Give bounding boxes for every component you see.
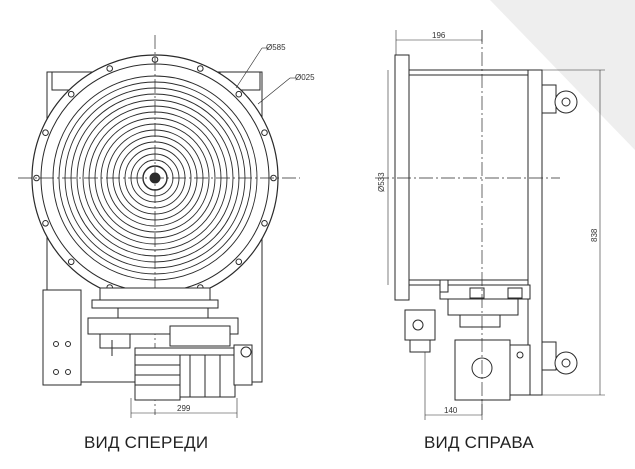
side-view-caption: ВИД СПРАВА — [424, 433, 534, 452]
side-pump — [454, 339, 511, 401]
bolt-hole — [261, 220, 268, 227]
dim-w196: 196 — [432, 31, 446, 40]
side-body — [408, 69, 529, 286]
side-view — [375, 30, 605, 420]
corner-shade — [490, 0, 635, 150]
front-view-caption: ВИД СПЕРЕДИ — [84, 433, 209, 452]
dim-d533: Ø533 — [377, 172, 386, 192]
bolt-hole — [106, 65, 113, 72]
dim-h838: 838 — [590, 228, 599, 242]
side-flange — [394, 54, 410, 301]
bolt-hole — [67, 258, 75, 266]
bolt-hole — [42, 220, 49, 227]
bolt-hole — [33, 174, 40, 182]
bolt-hole — [67, 90, 75, 98]
side-wheel-top — [554, 90, 578, 114]
side-wheel-bottom — [554, 351, 578, 375]
bolt-hole — [197, 65, 204, 72]
bolt-hole — [261, 129, 268, 136]
dim-w140: 140 — [444, 406, 458, 415]
dim-w299: 299 — [177, 404, 191, 413]
bolt-hole — [235, 90, 243, 98]
dim-d585: Ø585 — [266, 43, 286, 52]
bolt-hole — [42, 129, 49, 136]
front-view — [18, 35, 300, 418]
dim-d025: Ø025 — [295, 73, 315, 82]
bolt-hole — [235, 258, 243, 266]
front-motor — [134, 354, 181, 401]
